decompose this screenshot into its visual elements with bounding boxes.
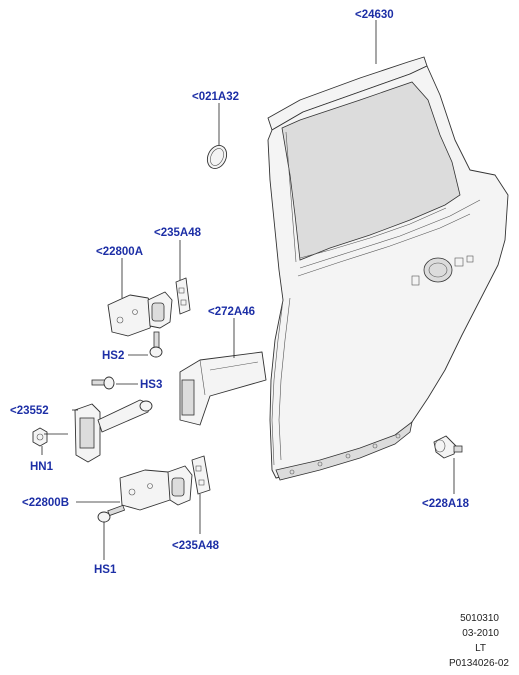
footer-code: 5010310 [460, 613, 499, 624]
bolt-hs1-part[interactable] [97, 504, 126, 523]
lower-hinge-part[interactable] [119, 465, 193, 511]
lower-hinge-plate-part[interactable] [191, 455, 211, 495]
nut-hn1-part[interactable] [32, 427, 48, 447]
footer-side: LT [475, 643, 486, 654]
label-22800B: <22800B [22, 497, 69, 509]
label-235A48-lower: <235A48 [172, 540, 220, 552]
plug-part[interactable] [204, 142, 230, 171]
label-24630: <24630 [355, 9, 394, 21]
bumper-part[interactable] [433, 435, 463, 459]
label-228A18: <228A18 [422, 498, 470, 510]
upper-hinge-plate-part[interactable] [175, 277, 191, 315]
label-HS2: HS2 [102, 350, 124, 362]
label-272A46: <272A46 [208, 306, 255, 318]
check-arm-part[interactable] [74, 399, 153, 463]
check-strap-cover-part[interactable] [179, 351, 267, 426]
label-23552: <23552 [10, 405, 49, 417]
label-HS1: HS1 [94, 564, 117, 576]
footer-ref: P0134026-02 [449, 658, 509, 669]
label-021A32: <021A32 [192, 91, 239, 103]
bolt-hs3-part[interactable] [91, 376, 115, 390]
label-HS3: HS3 [140, 379, 162, 391]
label-22800A: <22800A [96, 246, 143, 258]
door-shell-part[interactable] [267, 56, 509, 481]
label-235A48-upper: <235A48 [154, 227, 202, 239]
bolt-hs2-part[interactable] [149, 331, 163, 358]
footer-date: 03-2010 [462, 628, 499, 639]
label-HN1: HN1 [30, 461, 54, 473]
upper-hinge-part[interactable] [107, 291, 173, 337]
